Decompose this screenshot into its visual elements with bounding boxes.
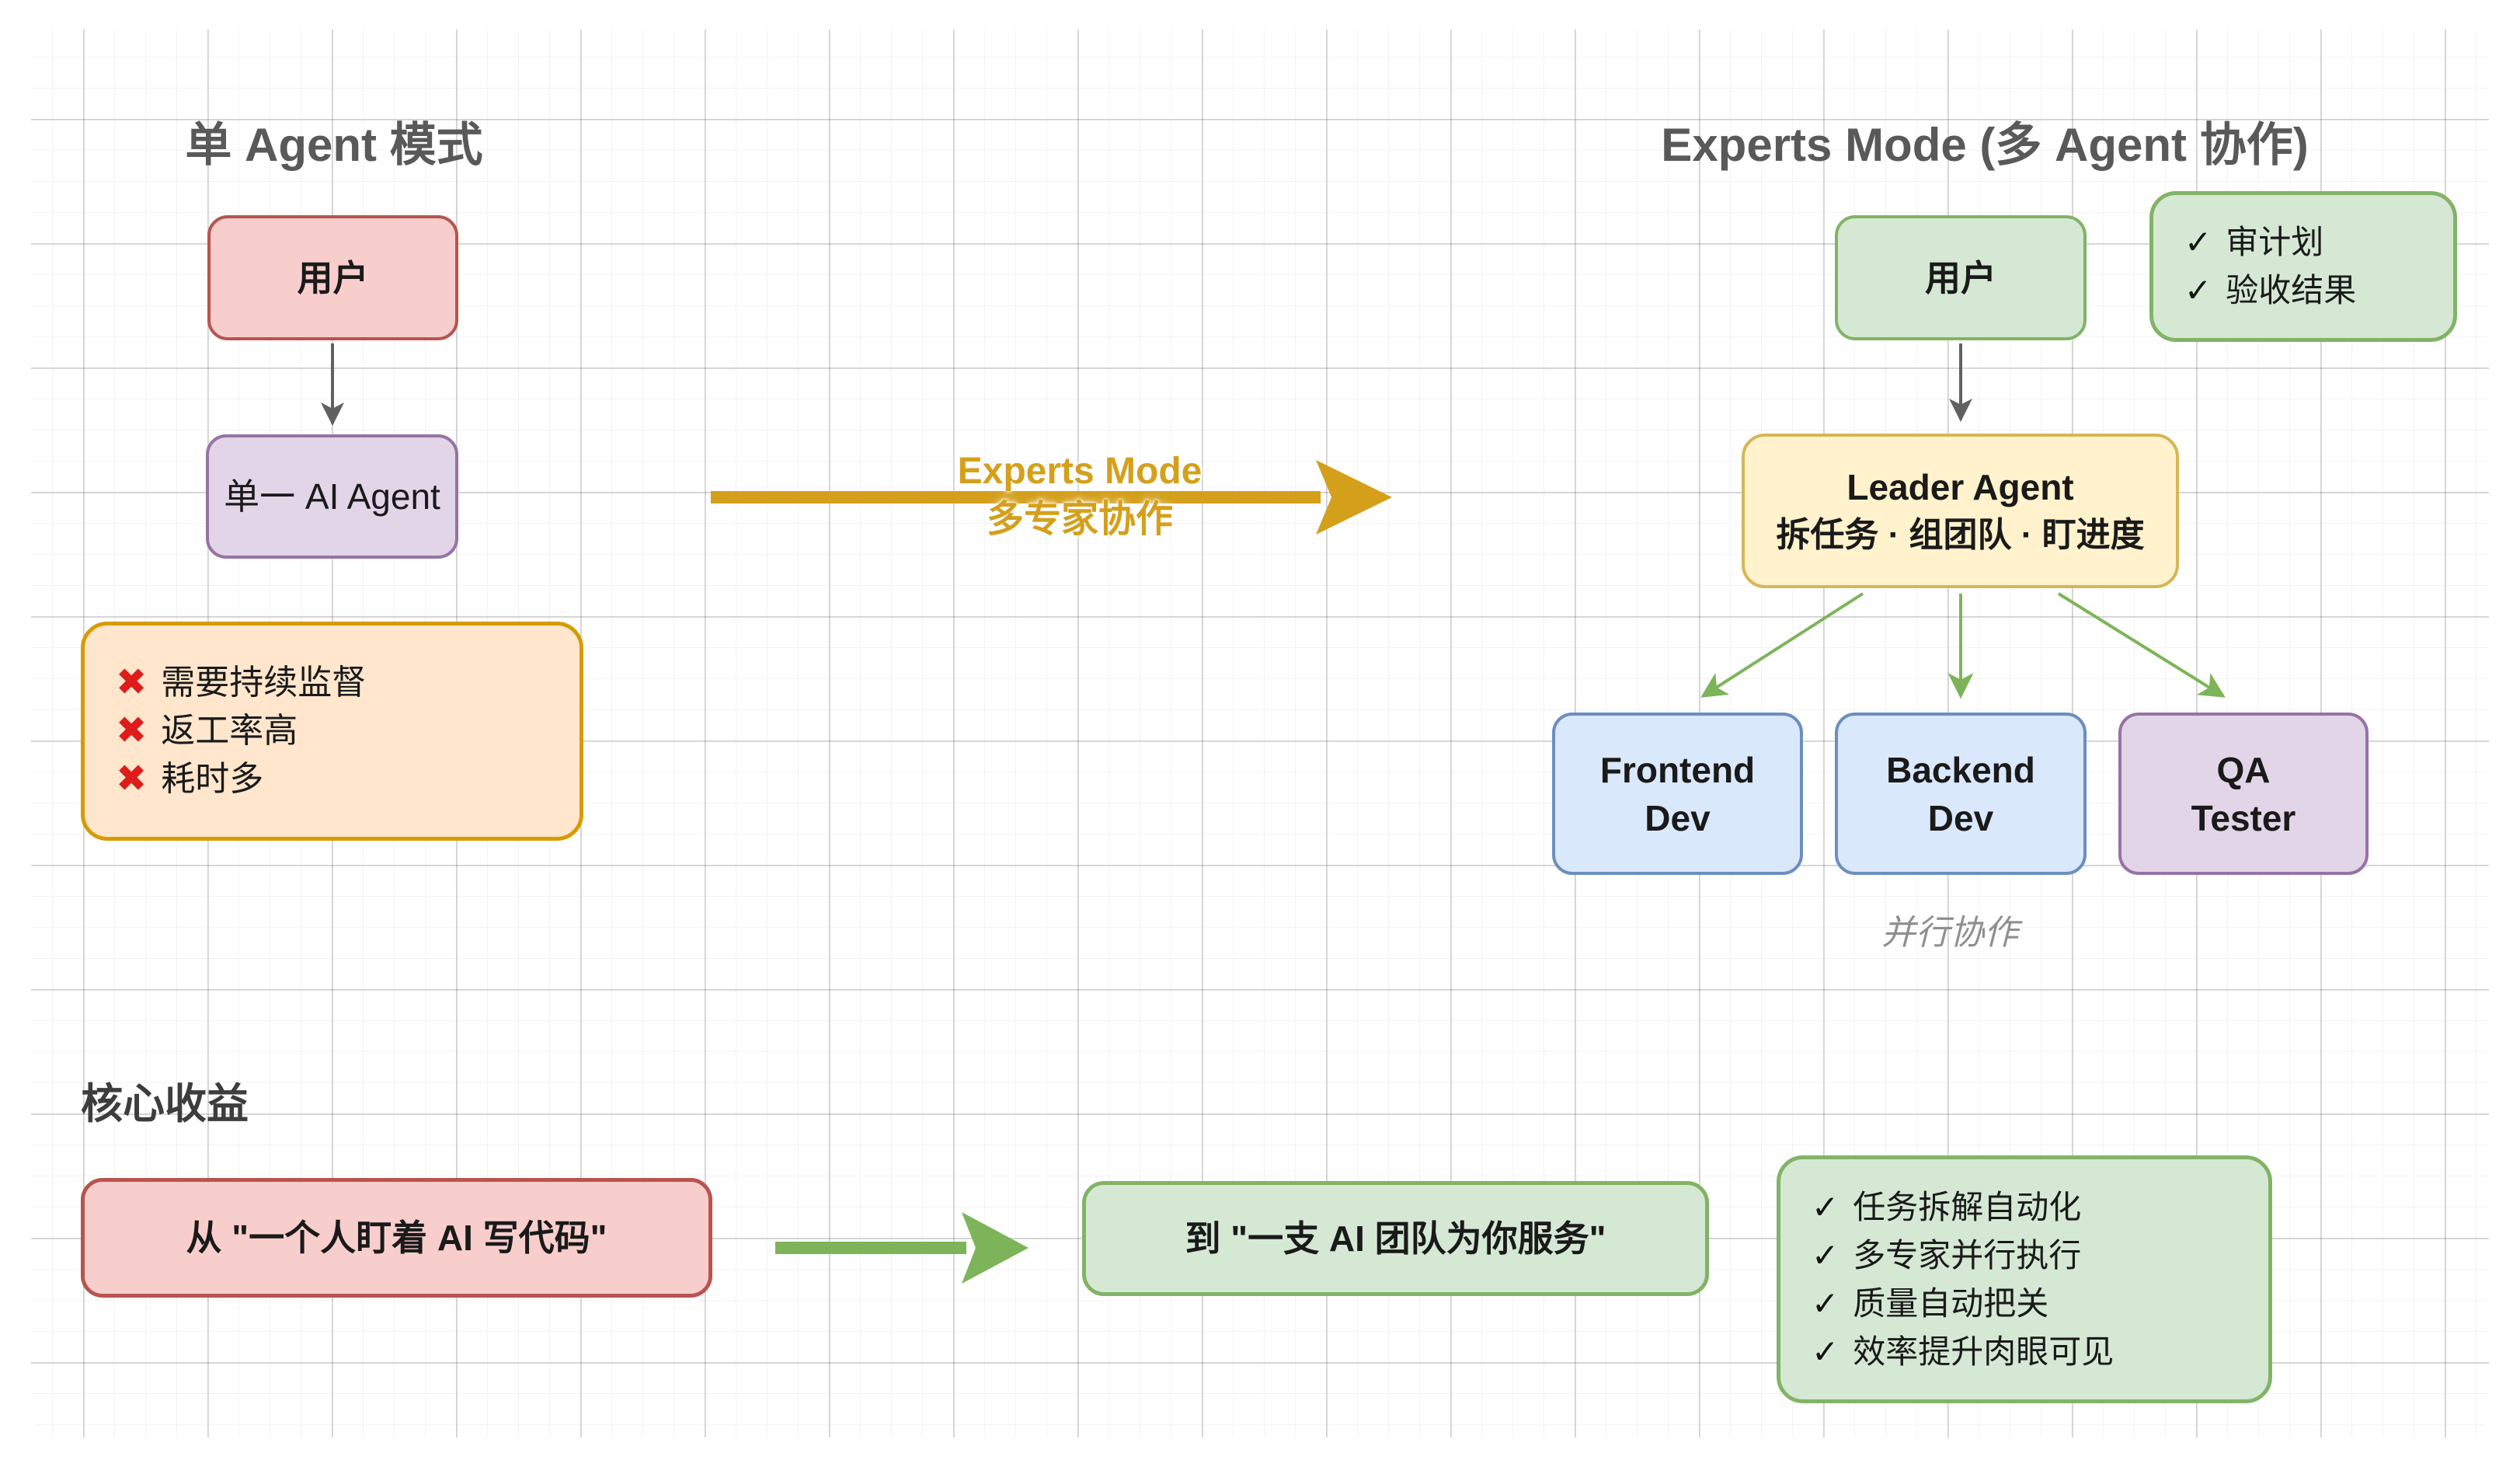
cross-icon: ✖: [116, 758, 148, 800]
user-action-label: 验收结果: [2226, 272, 2357, 308]
cons-item: ✖ 需要持续监督: [116, 659, 366, 707]
node-leader-agent[interactable]: Leader Agent 拆任务 · 组团队 · 盯进度: [1742, 434, 2179, 588]
cons-item-label: 需要持续监督: [161, 664, 367, 702]
node-user-left-label: 用户: [297, 257, 369, 298]
qa-tester-label-line2: Tester: [2191, 797, 2296, 838]
transition-label-line1: Experts Mode: [957, 451, 1203, 492]
check-icon: ✓: [1812, 1188, 1840, 1225]
note-user-actions[interactable]: ✓ 审计划 ✓ 验收结果: [2149, 191, 2457, 342]
left-section-title: 单 Agent 模式: [185, 119, 483, 171]
user-action-item: ✓ 验收结果: [2184, 267, 2356, 315]
cross-icon: ✖: [116, 710, 148, 751]
benefit-item-label: 任务拆解自动化: [1853, 1188, 2082, 1225]
user-action-item: ✓ 审计划: [2184, 218, 2323, 267]
backend-dev-label-line2: Dev: [1927, 797, 1994, 838]
transition-label: Experts Mode 多专家协作: [886, 448, 1274, 544]
node-user-right-label: 用户: [1925, 257, 1996, 298]
check-icon: ✓: [1812, 1284, 1840, 1322]
cons-item-label: 耗时多: [161, 760, 264, 798]
node-frontend-dev[interactable]: Frontend Dev: [1552, 713, 1803, 875]
benefit-from-label: 从 "一个人盯着 AI 写代码": [186, 1218, 607, 1258]
check-icon: ✓: [1812, 1333, 1840, 1370]
cons-item-label: 返工率高: [161, 712, 298, 750]
qa-tester-label-line1: QA: [2216, 749, 2271, 790]
node-single-agent[interactable]: 单一 AI Agent: [206, 434, 458, 559]
cons-item: ✖ 耗时多: [116, 755, 263, 803]
check-icon: ✓: [1812, 1236, 1840, 1274]
leader-agent-title: Leader Agent: [1846, 466, 2074, 507]
check-icon: ✓: [2184, 272, 2212, 308]
node-qa-tester[interactable]: QA Tester: [2118, 713, 2369, 875]
note-benefit-items[interactable]: ✓ 任务拆解自动化 ✓ 多专家并行执行 ✓ 质量自动把关 ✓ 效率提升肉眼可见: [1777, 1155, 2272, 1403]
right-section-title: Experts Mode (多 Agent 协作): [1661, 119, 2309, 171]
cross-icon: ✖: [116, 662, 148, 703]
note-cons[interactable]: ✖ 需要持续监督 ✖ 返工率高 ✖ 耗时多: [81, 622, 583, 841]
node-benefit-to[interactable]: 到 "一支 AI 团队为你服务": [1082, 1181, 1709, 1296]
backend-dev-label-line1: Backend: [1886, 749, 2035, 790]
benefit-to-label: 到 "一支 AI 团队为你服务": [1185, 1218, 1606, 1259]
node-user-right[interactable]: 用户: [1835, 215, 2087, 340]
parallel-note: 并行协作: [1881, 914, 2018, 952]
node-benefit-from[interactable]: 从 "一个人盯着 AI 写代码": [81, 1178, 712, 1298]
frontend-dev-label-line1: Frontend: [1599, 749, 1756, 790]
benefit-item: ✓ 多专家并行执行: [1812, 1232, 2081, 1280]
check-icon: ✓: [2184, 224, 2212, 260]
node-single-agent-label: 单一 AI Agent: [224, 476, 440, 517]
leader-agent-subtitle: 拆任务 · 组团队 · 盯进度: [1776, 515, 2145, 554]
frontend-dev-label-line2: Dev: [1645, 797, 1711, 838]
benefit-item: ✓ 质量自动把关: [1812, 1280, 2048, 1328]
benefit-item-label: 多专家并行执行: [1853, 1236, 2082, 1274]
node-backend-dev[interactable]: Backend Dev: [1835, 713, 2087, 875]
cons-item: ✖ 返工率高: [116, 707, 298, 755]
benefit-item: ✓ 任务拆解自动化: [1812, 1183, 2081, 1232]
benefit-item: ✓ 效率提升肉眼可见: [1812, 1328, 2114, 1376]
benefit-item-label: 质量自动把关: [1853, 1284, 2049, 1322]
benefits-section-title: 核心收益: [81, 1081, 249, 1127]
benefit-item-label: 效率提升肉眼可见: [1853, 1333, 2115, 1370]
transition-label-line2: 多专家协作: [986, 499, 1173, 540]
node-user-left[interactable]: 用户: [207, 215, 458, 340]
user-action-label: 审计划: [2226, 224, 2324, 260]
